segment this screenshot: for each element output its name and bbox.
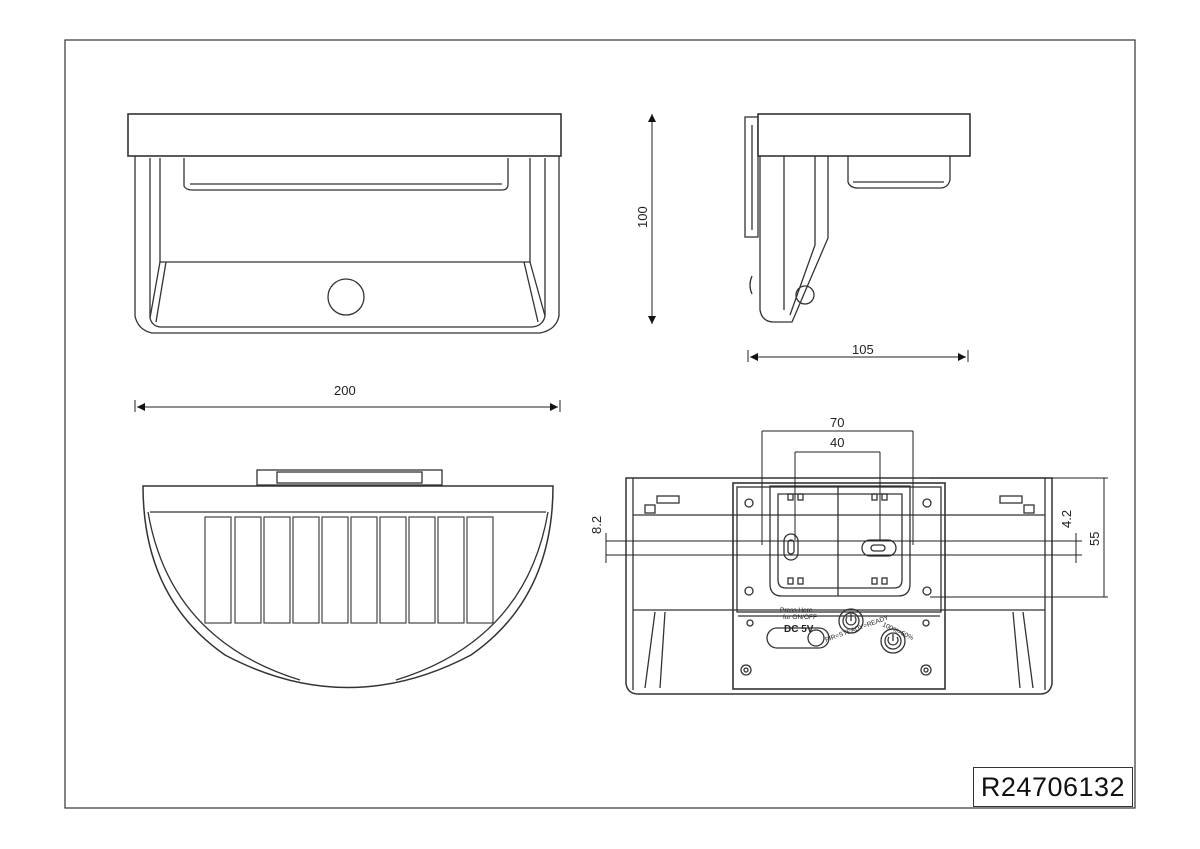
power-button-mode <box>838 608 864 634</box>
dim-height: 100 <box>635 206 650 228</box>
part-number-box: R24706132 <box>973 767 1133 807</box>
ring-label-mode: PIR=STEADY=READY <box>824 614 890 644</box>
power-button-level <box>880 628 906 654</box>
dim-depth: 105 <box>852 342 874 357</box>
side-view <box>744 113 971 323</box>
solar-cells <box>204 516 494 624</box>
press-label-line1: Press Here <box>780 607 813 614</box>
keyhole-slot-right <box>861 539 897 557</box>
dim-hole-inner: 40 <box>830 435 844 450</box>
dim-mount-height: 55 <box>1087 532 1102 546</box>
keyhole-slot-left <box>783 533 799 561</box>
dc-label: DC 5V <box>784 624 814 635</box>
dim-slot-height: 4.2 <box>1059 510 1074 528</box>
dim-width: 200 <box>334 383 356 398</box>
back-view <box>625 477 1053 695</box>
bottom-view <box>142 469 554 689</box>
sheet-frame <box>64 39 1136 809</box>
dimension-lines <box>134 114 1108 598</box>
pir-sensor <box>327 278 365 316</box>
side-pir <box>795 285 815 305</box>
dim-slot-offset: 8.2 <box>589 516 604 534</box>
part-number: R24706132 <box>980 771 1126 802</box>
dim-hole-outer: 70 <box>830 415 844 430</box>
dc-port <box>766 627 830 649</box>
front-view <box>127 113 562 334</box>
press-label-line2: for ON/OFF <box>783 614 817 621</box>
